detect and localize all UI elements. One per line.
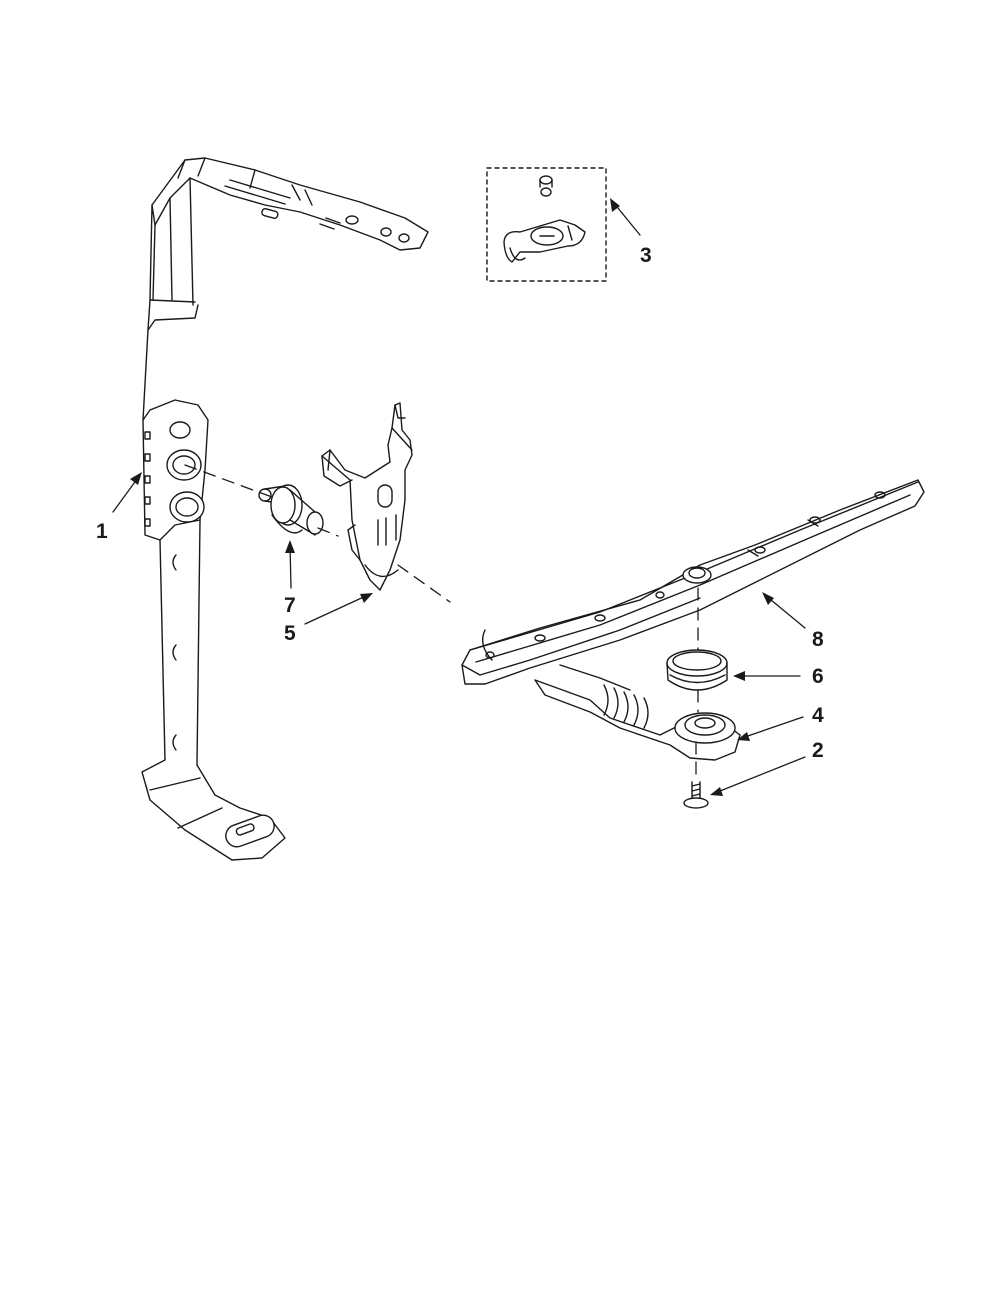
callout-1: 1	[96, 520, 108, 543]
callout-4: 4	[812, 704, 824, 727]
callout-5: 5	[284, 622, 296, 645]
lower-feed-tube-part	[483, 630, 740, 760]
screw-part	[684, 782, 708, 808]
alignment-lines	[184, 464, 699, 781]
seal-ring-part	[667, 650, 727, 690]
callout-6: 6	[812, 665, 824, 688]
spray-arm-mount-part	[487, 168, 606, 281]
spray-arm-part	[462, 480, 924, 684]
callout-2: 2	[812, 739, 824, 762]
callout-3: 3	[640, 244, 652, 267]
supply-tube-part	[142, 158, 428, 860]
manifold-bracket-part	[322, 403, 412, 590]
callout-7: 7	[284, 594, 296, 617]
callout-8: 8	[812, 628, 824, 651]
check-valve-part	[259, 485, 323, 535]
detail-box	[487, 168, 606, 281]
leader-lines	[112, 198, 806, 796]
